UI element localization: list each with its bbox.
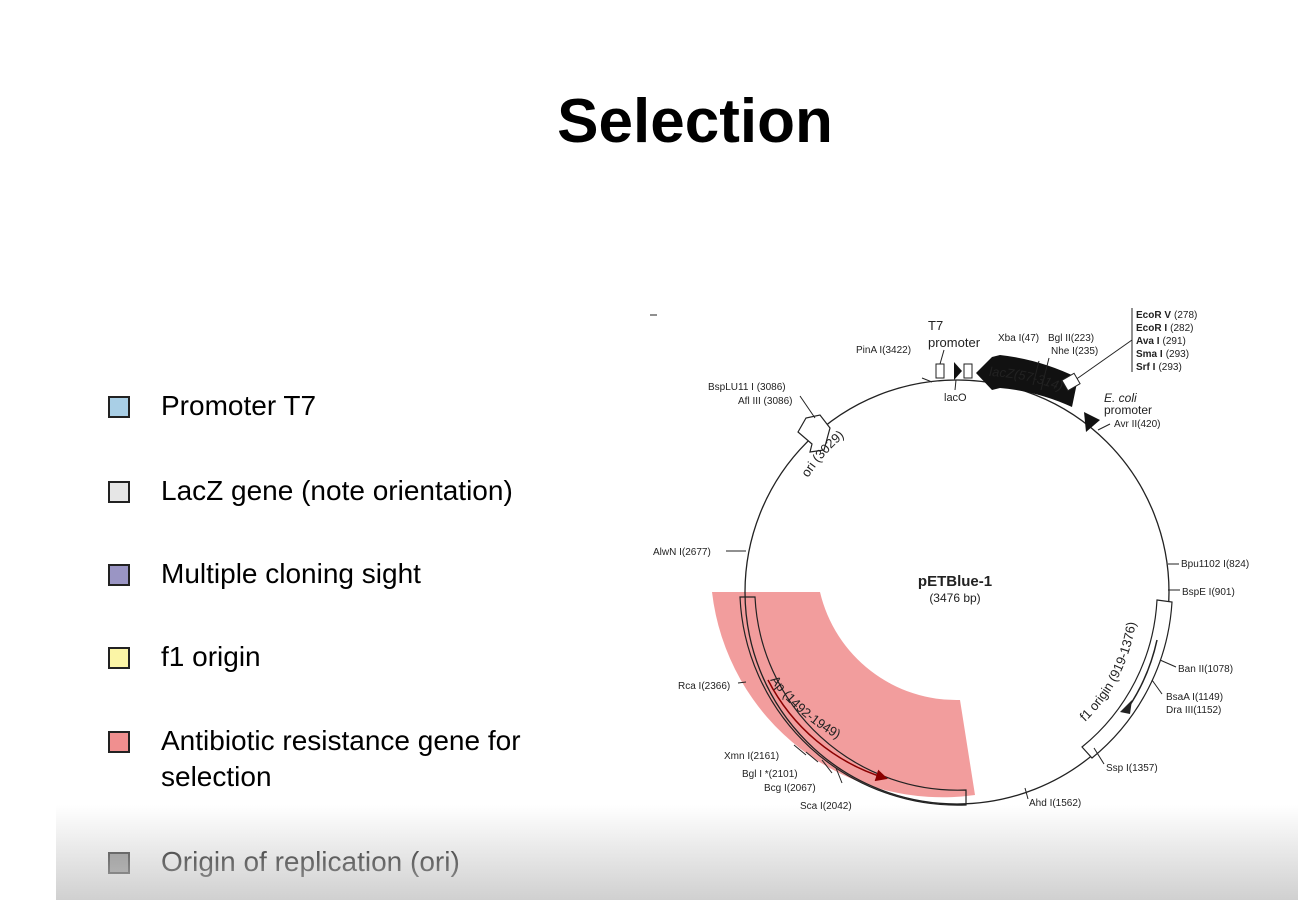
- color-swatch: [108, 564, 130, 586]
- t7-promoter-label-line1: T7: [928, 318, 943, 333]
- tick: [737, 681, 747, 684]
- f1-origin-box: [1081, 599, 1173, 759]
- laco-box: [963, 363, 973, 379]
- site-bspei: BspE I(901): [1182, 587, 1235, 598]
- t7-box: [935, 363, 945, 379]
- tick: [921, 377, 933, 383]
- ori-arrow: [797, 414, 831, 453]
- laco-label: lacO: [944, 392, 967, 404]
- site-afliii: Afl III (3086): [738, 396, 792, 407]
- color-swatch: [108, 731, 130, 753]
- tick: [1159, 659, 1177, 668]
- site-ahdi: Ahd I(1562): [1029, 798, 1081, 809]
- site-xbai: Xba I(47): [998, 333, 1039, 344]
- mcs-site-pos: (293): [1158, 362, 1181, 373]
- color-swatch: [108, 647, 130, 669]
- site-bcgi: Bcg I(2067): [764, 783, 816, 794]
- mcs-site: Sma I(293): [1136, 349, 1189, 360]
- site-bgli: Bgl I *(2101): [742, 769, 798, 780]
- laco-leader: [954, 379, 957, 391]
- mcs-site: EcoR I(282): [1136, 323, 1193, 334]
- site-banii: Ban II(1078): [1178, 664, 1233, 675]
- tick: [1040, 357, 1050, 391]
- mcs-site-name: EcoR I: [1136, 323, 1167, 334]
- tick: [793, 744, 807, 756]
- tick: [1151, 679, 1163, 695]
- site-scai: Sca I(2042): [800, 801, 852, 812]
- tick: [805, 751, 819, 763]
- color-swatch: [108, 481, 130, 503]
- mcs-site-list: EcoR V(278) EcoR I(282) Ava I(291) Sma I…: [1136, 310, 1197, 373]
- ecoli-promoter-icon: [1084, 412, 1100, 432]
- legend-label: Multiple cloning sight: [161, 558, 421, 589]
- mcs-site-pos: (282): [1170, 323, 1193, 334]
- f1-origin-arrowhead: [1120, 700, 1132, 714]
- lacz-gene-arrow: [976, 355, 1078, 407]
- site-bglii: Bgl II(223): [1048, 333, 1094, 344]
- color-swatch: [108, 396, 130, 418]
- site-avrii: Avr II(420): [1114, 419, 1161, 430]
- mcs-site-pos: (291): [1163, 336, 1186, 347]
- mcs-site: Srf I(293): [1136, 362, 1182, 373]
- legend-label: f1 origin: [161, 641, 261, 672]
- site-xmni: Xmn I(2161): [724, 751, 779, 762]
- mcs-site-name: Srf I: [1136, 362, 1156, 373]
- t7-promoter-label-line2: promoter: [928, 335, 981, 350]
- tick: [1093, 747, 1105, 765]
- tick: [799, 395, 816, 419]
- site-bsaai: BsaA I(1149): [1166, 692, 1223, 703]
- plasmid-size: (3476 bp): [929, 591, 980, 605]
- ecoli-promoter-label-line1: E. coli: [1104, 391, 1137, 405]
- plasmid-backbone: [744, 379, 1170, 805]
- site-pina: PinA I(3422): [856, 345, 911, 356]
- mcs-site: EcoR V(278): [1136, 310, 1197, 321]
- tick: [821, 759, 833, 774]
- site-sspi: Ssp I(1357): [1106, 763, 1158, 774]
- site-bpu1102i: Bpu1102 I(824): [1181, 559, 1249, 570]
- legend-label: Antibiotic resistance gene for selection: [161, 725, 521, 792]
- site-ticks: [726, 357, 1180, 800]
- mcs-site: Ava I(291): [1136, 336, 1186, 347]
- antibiotic-resistance-highlight: [712, 592, 975, 798]
- tick: [835, 767, 843, 784]
- site-bsplu11i: BspLU11 I (3086): [708, 382, 786, 393]
- mcs-site-name: Ava I: [1136, 336, 1160, 347]
- tick: [1032, 360, 1040, 386]
- mcs-site-pos: (293): [1166, 349, 1189, 360]
- ap-gene-arrow: [767, 679, 888, 782]
- mcs-site-pos: (278): [1174, 310, 1197, 321]
- mcs-box: [1061, 372, 1081, 392]
- site-draiii: Dra III(1152): [1166, 705, 1221, 716]
- mcs-leader: [1077, 339, 1133, 379]
- tick: [1097, 423, 1111, 431]
- legend-label: LacZ gene (note orientation): [161, 475, 513, 506]
- ecoli-promoter-label-line2: promoter: [1104, 403, 1152, 417]
- mcs-site-name: EcoR V: [1136, 310, 1171, 321]
- slide-title: Selection: [557, 87, 833, 156]
- site-alwni: AlwN I(2677): [653, 547, 711, 558]
- tick: [1024, 787, 1029, 800]
- ap-gene-band: [739, 596, 967, 806]
- legend-label: Promoter T7: [161, 390, 317, 421]
- site-nhei: Nhe I(235): [1051, 346, 1098, 357]
- site-rcai: Rca I(2366): [678, 681, 730, 692]
- restriction-site-labels: PinA I(3422) Xba I(47) Bgl II(223) Nhe I…: [653, 333, 1249, 812]
- mcs-site-name: Sma I: [1136, 349, 1163, 360]
- t7-leader: [939, 349, 945, 365]
- plasmid-name: pETBlue-1: [918, 573, 992, 590]
- t7-promoter-arrow: [954, 362, 962, 380]
